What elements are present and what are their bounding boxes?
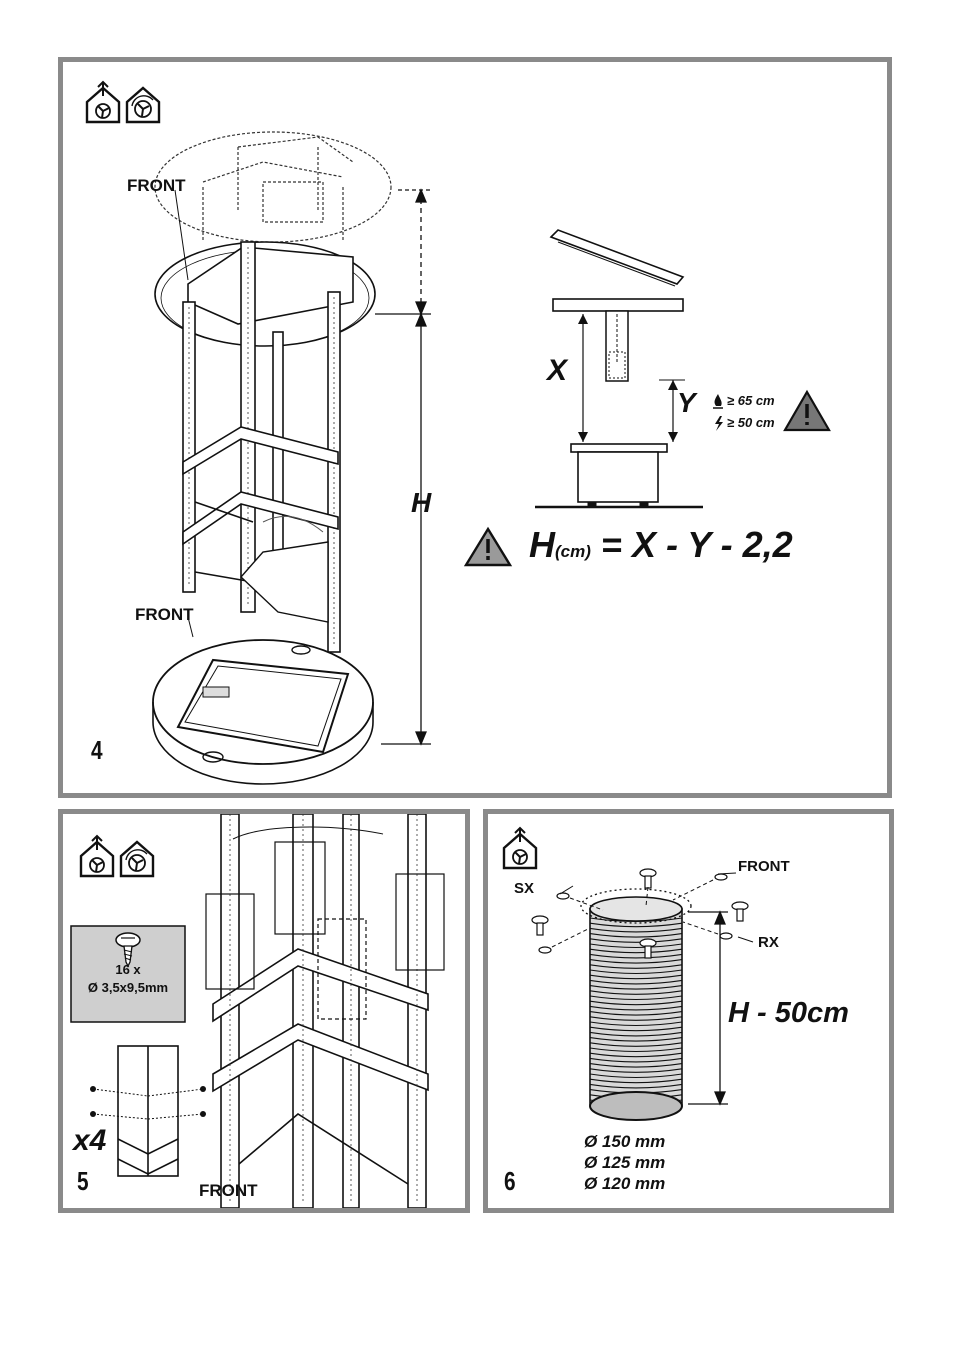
screw-icon bbox=[531, 868, 749, 959]
lower-hood bbox=[152, 639, 374, 785]
y-dimension-label: Y bbox=[677, 387, 696, 418]
xy-arrows bbox=[578, 314, 678, 442]
house-extraction-icon bbox=[79, 834, 115, 878]
step-number: 4 bbox=[91, 735, 103, 765]
warning-triangle-icon bbox=[783, 389, 831, 432]
step-number: 6 bbox=[504, 1166, 516, 1196]
step-5-panel: 16 x Ø 3,5x9,5mm x4 FRONT 5 bbox=[58, 809, 470, 1213]
gas-flame-icon bbox=[713, 394, 723, 409]
frame-zoom bbox=[212, 814, 429, 1208]
screw-count: 16 x bbox=[115, 962, 141, 977]
back-panel bbox=[240, 541, 329, 623]
diameter-120: Ø 120 mm bbox=[584, 1174, 666, 1193]
front-label-top: FRONT bbox=[127, 176, 186, 195]
front-label: FRONT bbox=[199, 1181, 258, 1200]
house-extraction-icon bbox=[85, 80, 121, 124]
frame-braces bbox=[182, 426, 339, 583]
screw-size: Ø 3,5x9,5mm bbox=[87, 980, 169, 995]
side-view-diagram bbox=[535, 229, 703, 509]
h-dimension bbox=[375, 188, 431, 746]
multiplier-x4: x4 bbox=[73, 1124, 107, 1157]
sx-label: SX bbox=[514, 880, 535, 897]
electric-distance: ≥ 50 cm bbox=[727, 415, 775, 430]
flexible-duct bbox=[580, 888, 692, 1121]
electric-bolt-icon bbox=[715, 416, 723, 431]
column-joint-detail bbox=[117, 1045, 179, 1177]
diameter-125: Ø 125 mm bbox=[584, 1153, 666, 1172]
diameter-150: Ø 150 mm bbox=[584, 1132, 666, 1151]
warning-triangle-icon bbox=[463, 526, 513, 567]
step-5-drawing bbox=[70, 814, 445, 1208]
h-dimension-label: H bbox=[411, 487, 432, 518]
step-6-panel: FRONT SX RX H - 50cm Ø 150 mm Ø 125 mm Ø… bbox=[483, 809, 894, 1213]
front-label-bottom: FRONT bbox=[135, 605, 194, 624]
step-4-drawing bbox=[85, 80, 831, 785]
screw-icon bbox=[115, 932, 141, 968]
step-6-drawing bbox=[502, 826, 754, 1121]
house-recirculation-icon bbox=[119, 840, 155, 878]
detail-boxes bbox=[205, 841, 445, 1020]
rx-label: RX bbox=[758, 934, 779, 951]
house-extraction-icon bbox=[502, 826, 538, 870]
step-4-panel: FRONT FRONT H X Y ≥ 65 cm ≥ 50 cm H(cm) … bbox=[58, 57, 892, 798]
house-recirculation-icon bbox=[125, 86, 161, 124]
height-dimension bbox=[688, 910, 728, 1106]
front-label: FRONT bbox=[738, 858, 790, 875]
formula-h: H bbox=[529, 524, 555, 565]
formula-unit: (cm) bbox=[555, 542, 591, 561]
formula: H(cm) = X - Y - 2,2 bbox=[529, 524, 793, 566]
gas-distance: ≥ 65 cm bbox=[727, 393, 775, 408]
formula-expression: = X - Y - 2,2 bbox=[600, 524, 793, 565]
ceiling-frame-dashed bbox=[154, 131, 392, 243]
height-label: H - 50cm bbox=[728, 997, 849, 1029]
x-dimension-label: X bbox=[547, 354, 568, 387]
step-number: 5 bbox=[77, 1166, 89, 1196]
